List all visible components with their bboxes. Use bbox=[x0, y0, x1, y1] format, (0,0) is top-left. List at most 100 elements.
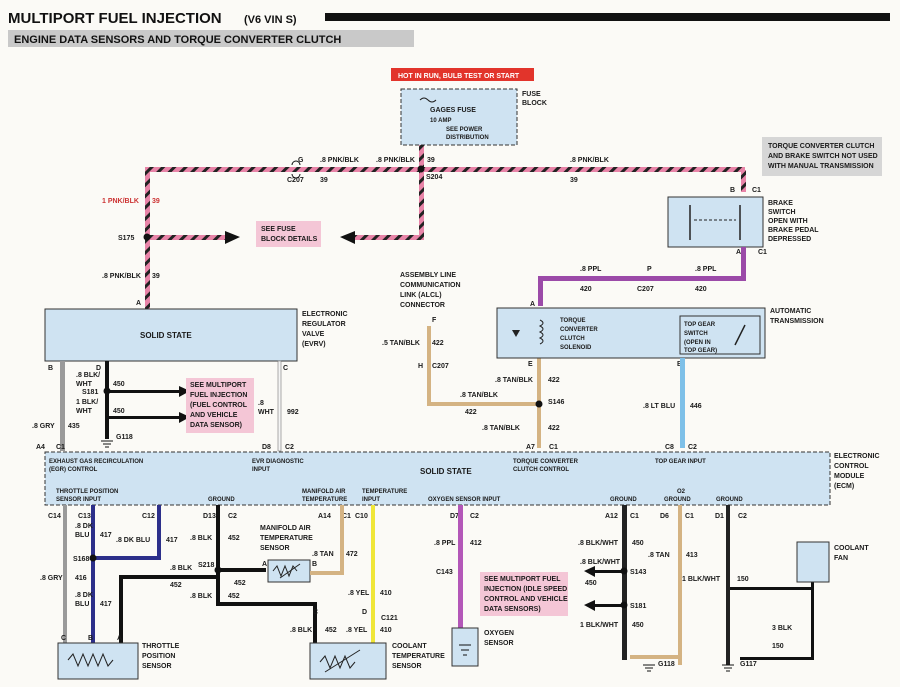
ecm-tps1: THROTTLE POSITION bbox=[56, 489, 118, 495]
trans-label2: TRANSMISSION bbox=[770, 318, 824, 325]
wire-num-417-c: 417 bbox=[100, 601, 112, 608]
ecm-label1: ELECTRONIC bbox=[834, 453, 880, 460]
arrow-left-icon-2 bbox=[584, 566, 595, 577]
brake-switch-box bbox=[667, 196, 764, 248]
wire-num-450-d: 450 bbox=[585, 580, 597, 587]
wire-39-vertical-fuse bbox=[419, 145, 424, 240]
pin-trans-a: A bbox=[530, 301, 535, 308]
pin-p: P bbox=[647, 266, 652, 273]
wire-410-yellow bbox=[371, 505, 375, 645]
wire-num-422-b: 422 bbox=[548, 377, 560, 384]
pin-brake-b: B bbox=[730, 187, 735, 194]
wire-num-422-c: 422 bbox=[465, 409, 477, 416]
wire-417-branch bbox=[95, 556, 161, 560]
wire-472-tan bbox=[340, 505, 344, 575]
tcc-solenoid-label1: TORQUE bbox=[560, 318, 586, 324]
connector-c207-symbol bbox=[291, 160, 301, 179]
solenoid-coil-icon bbox=[538, 319, 544, 345]
page-subtitle: ENGINE DATA SENSORS AND TORQUE CONVERTER… bbox=[14, 34, 341, 46]
pin-evrv-a: A bbox=[136, 300, 141, 307]
wire-label-tanblk-5: .5 TAN/BLK bbox=[382, 340, 420, 347]
ct-thermistor-arrow-icon bbox=[324, 649, 361, 673]
ecm-tps2: SENSOR INPUT bbox=[56, 497, 101, 503]
pin-trans-e: E bbox=[528, 361, 533, 368]
mfi-note1-line2: FUEL INJECTION bbox=[190, 392, 247, 399]
wire-num-422-d: 422 bbox=[548, 425, 560, 432]
connector-c143: C143 bbox=[436, 569, 453, 576]
subtitle-band bbox=[8, 30, 414, 47]
wire-label-dkblu-a: .8 DK bbox=[75, 523, 93, 530]
splice-s204-label: S204 bbox=[426, 174, 442, 181]
ecm-tcc2: CLUTCH CONTROL bbox=[513, 467, 569, 473]
alcl-label2: COMMUNICATION bbox=[400, 282, 461, 289]
wire-label-yel-a: .8 YEL bbox=[348, 590, 370, 597]
wire-label-gry-416: .8 GRY bbox=[40, 575, 63, 582]
ecm-label2: CONTROL bbox=[834, 463, 869, 470]
wire-label-blu-a: BLU bbox=[75, 532, 89, 539]
splice-s175-label: S175 bbox=[118, 235, 134, 242]
ground-g117-label: G117 bbox=[740, 661, 757, 668]
wire-label-1pnkblk: 1 PNK/BLK bbox=[102, 198, 139, 205]
pin-c121-d: D bbox=[362, 609, 367, 616]
alcl-label4: CONNECTOR bbox=[400, 302, 445, 309]
thermistor-arrow-icon bbox=[279, 563, 301, 579]
top-gear-label1: TOP GEAR bbox=[684, 322, 716, 328]
ecm-label3: MODULE bbox=[834, 473, 865, 480]
ecm-box bbox=[44, 451, 831, 506]
wire-label-blkwht8: .8 BLK/ bbox=[76, 372, 100, 379]
wire-label-tanblk-2: .8 TAN/BLK bbox=[460, 392, 498, 399]
wire-150-fan-vert bbox=[811, 580, 814, 660]
wire-450-branch-4 bbox=[595, 604, 622, 607]
wire-label-blk-d: .8 BLK bbox=[290, 627, 312, 634]
ecm-o2gnd2: GROUND bbox=[664, 497, 691, 503]
ecm-tcc1: TORQUE CONVERTER bbox=[513, 459, 579, 465]
wire-413-tan bbox=[678, 505, 682, 665]
pin-brake-a: A bbox=[736, 249, 741, 256]
ecm-topgear: TOP GEAR INPUT bbox=[655, 459, 706, 465]
tps-sensor-label1: THROTTLE bbox=[142, 643, 180, 650]
wire-num-150-b: 150 bbox=[772, 643, 784, 650]
splice-s204 bbox=[417, 165, 425, 173]
ground-g118b-icon bbox=[643, 664, 655, 672]
tcc-solenoid-label4: SOLENOID bbox=[560, 345, 592, 351]
ecm-evr2: INPUT bbox=[252, 467, 270, 473]
alcl-label3: LINK (ALCL) bbox=[400, 292, 442, 299]
wire-num-410-a: 410 bbox=[380, 590, 392, 597]
brake-switch-label3: OPEN WITH bbox=[768, 218, 808, 225]
wire-num-417-b: 417 bbox=[166, 537, 178, 544]
evrv-label1: ELECTRONIC bbox=[302, 311, 348, 318]
wire-label-blk-a: .8 BLK bbox=[170, 565, 192, 572]
top-gear-switch-box bbox=[679, 315, 761, 355]
wire-label-blk-b: .8 BLK bbox=[190, 535, 212, 542]
tcc-solenoid-label3: CLUTCH bbox=[560, 336, 585, 342]
wire-num-39-a: 39 bbox=[427, 157, 435, 164]
ground-g118-label: G118 bbox=[116, 434, 133, 441]
wire-452-d13 bbox=[216, 505, 220, 605]
mat-sensor-label2: TEMPERATURE bbox=[260, 535, 313, 542]
o2-sensor-label1: OXYGEN bbox=[484, 630, 514, 637]
wire-992-white bbox=[277, 360, 282, 452]
connector-c207-a: C207 bbox=[287, 177, 304, 184]
pin-mat-a: A bbox=[262, 561, 267, 568]
tcc-note bbox=[762, 137, 882, 176]
wire-num-413: 413 bbox=[686, 552, 698, 559]
wire-417-dkblu bbox=[91, 505, 95, 645]
wire-label-tanblk-3: .8 TAN/BLK bbox=[482, 425, 520, 432]
wire-39-brake bbox=[741, 170, 746, 192]
splice-s146 bbox=[535, 400, 543, 408]
splice-s143 bbox=[620, 567, 628, 575]
wire-420-brake bbox=[741, 247, 746, 281]
pin-evrv-d: D bbox=[96, 365, 101, 372]
wire-417-c12 bbox=[157, 505, 161, 560]
ecm-pin-d13: D13 bbox=[203, 513, 216, 520]
wire-422-alcl bbox=[427, 326, 431, 406]
wire-435-gray bbox=[60, 361, 65, 451]
wire-label-blu-c: BLU bbox=[75, 601, 89, 608]
splice-s168 bbox=[89, 554, 97, 562]
fuse-block bbox=[400, 88, 518, 146]
splice-s181 bbox=[103, 387, 111, 395]
brake-switch-label5: DEPRESSED bbox=[768, 236, 811, 243]
arrow-right-icon-3 bbox=[179, 412, 190, 423]
mfi-note2-line4: DATA SENSORS) bbox=[484, 606, 541, 613]
